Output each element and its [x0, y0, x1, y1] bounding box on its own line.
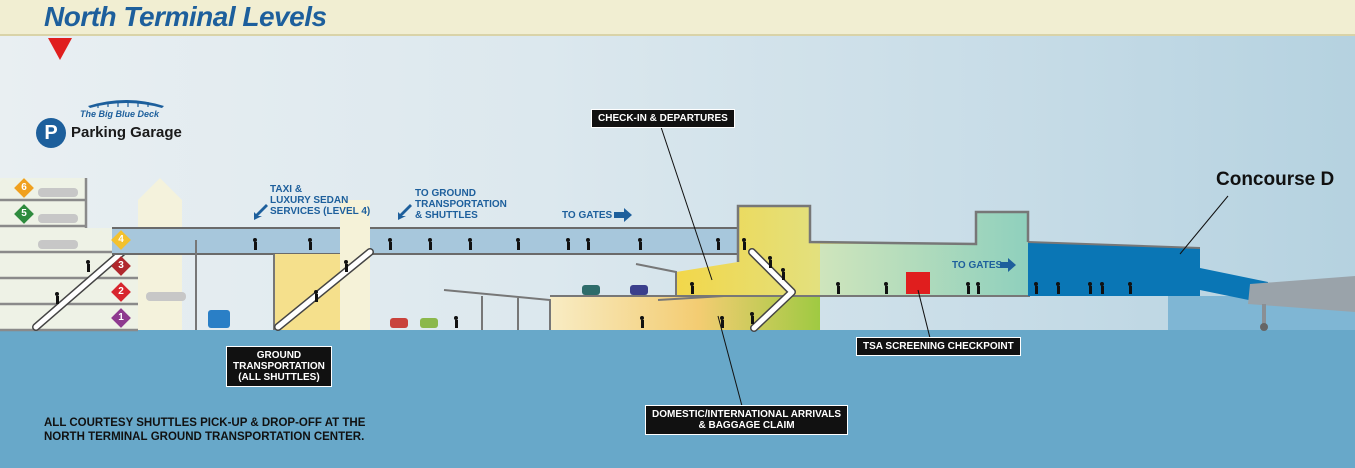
level-1-marker: 1: [111, 308, 131, 328]
level-5-marker: 5: [14, 204, 34, 224]
to-gates-label-1: TO GATES: [562, 210, 613, 221]
parking-label: Parking Garage: [71, 124, 182, 141]
concourse-d-building: [1027, 241, 1355, 331]
courtesy-shuttle-note: ALL COURTESY SHUTTLES PICK-UP & DROP-OFF…: [44, 416, 365, 444]
concourse-d-label: Concourse D: [1216, 169, 1335, 190]
level-2-marker: 2: [111, 282, 131, 302]
note-bold-text: NORTH TERMINAL: [44, 431, 148, 443]
location-marker-icon: [48, 38, 72, 60]
deck-name: The Big Blue Deck: [80, 109, 160, 119]
tsa-checkpoint-marker: [906, 272, 930, 294]
note-line-1: ALL COURTESY SHUTTLES PICK-UP & DROP-OFF…: [44, 417, 366, 429]
people-figures: [55, 238, 1132, 328]
arrow-down-left-icon: [254, 204, 268, 220]
tsa-checkpoint-label: TSA SCREENING CHECKPOINT: [856, 337, 1021, 356]
skybridge-level-4: [112, 200, 738, 330]
arrow-right-icon: [614, 208, 632, 222]
direction-arrows: [254, 204, 1016, 272]
checkin-departures-label: CHECK-IN & DEPARTURES: [591, 109, 735, 128]
arrivals-baggage-label: DOMESTIC/INTERNATIONAL ARRIVALS & BAGGAG…: [645, 405, 849, 435]
ground-area: [0, 330, 1355, 468]
note-rest-text: GROUND TRANSPORTATION CENTER.: [147, 431, 365, 443]
arrow-down-left-icon: [398, 204, 412, 220]
ground-transportation-label: GROUND TRANSPORTATION (ALL SHUTTLES): [226, 346, 332, 387]
leader-lines: [659, 123, 1229, 407]
parking-icon: P: [36, 118, 66, 148]
level-6-marker: 6: [14, 178, 34, 198]
page-title: North Terminal Levels: [44, 1, 327, 32]
note-line-2: NORTH TERMINAL GROUND TRANSPORTATION CEN…: [44, 430, 365, 444]
big-blue-deck-logo: [88, 100, 164, 108]
header-bar: North Terminal Levels: [0, 0, 1355, 36]
check-in-departures-level: [582, 204, 1030, 332]
arrow-right-icon: [1000, 258, 1016, 272]
taxi-sedan-label: TAXI & LUXURY SEDAN SERVICES (LEVEL 4): [270, 184, 371, 217]
to-gates-label-2: TO GATES: [952, 260, 1003, 271]
level-3-marker: 3: [111, 256, 131, 276]
level-4-marker: 4: [111, 230, 131, 250]
ground-transportation-center: [208, 248, 374, 331]
to-ground-transport-label: TO GROUND TRANSPORTATION & SHUTTLES: [415, 188, 507, 221]
